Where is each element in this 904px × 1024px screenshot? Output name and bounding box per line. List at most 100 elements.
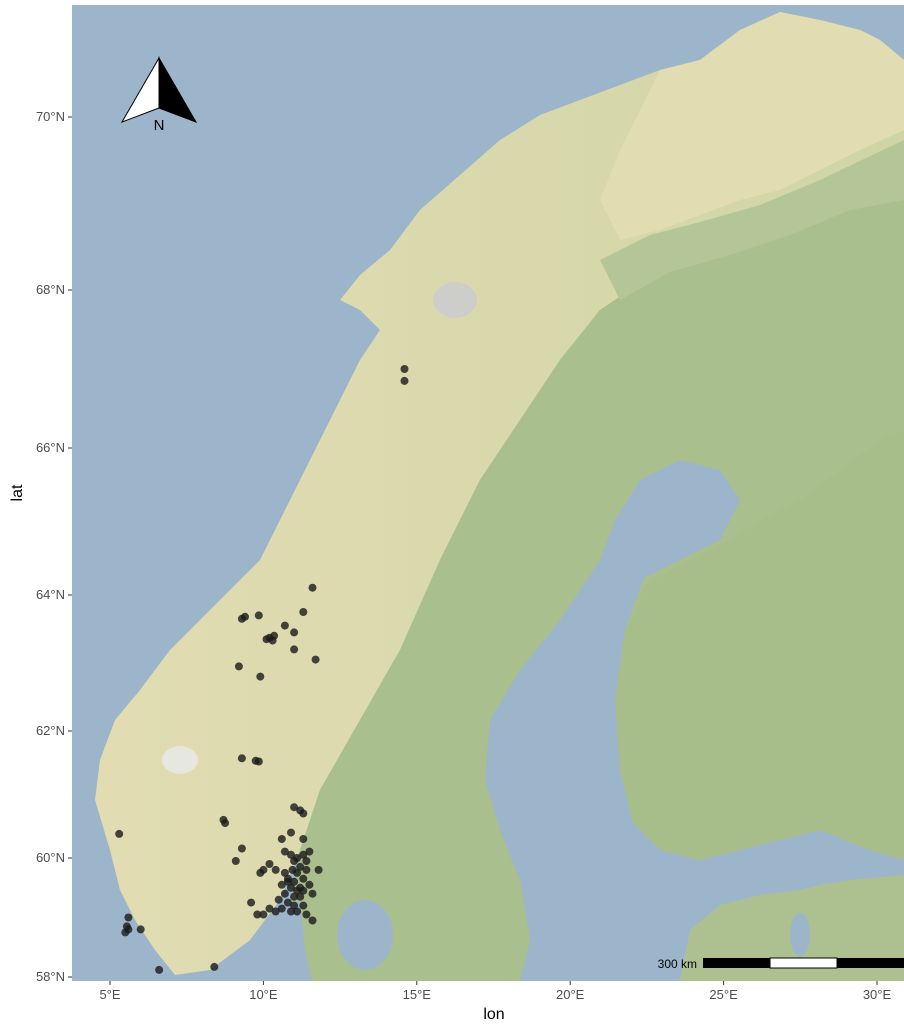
observation-point bbox=[296, 862, 305, 871]
observation-point bbox=[290, 645, 299, 654]
observation-point bbox=[290, 857, 299, 865]
observation-point bbox=[314, 865, 323, 874]
observation-point bbox=[254, 611, 263, 620]
observation-point bbox=[311, 655, 320, 664]
y-tick-label: 62°N bbox=[36, 723, 65, 738]
observation-point bbox=[277, 904, 286, 913]
observation-point bbox=[237, 844, 246, 853]
x-tick-label: 25°E bbox=[709, 987, 738, 1002]
observation-point bbox=[247, 898, 256, 907]
observation-point bbox=[265, 860, 274, 868]
observation-point bbox=[308, 583, 317, 592]
observation-point bbox=[299, 809, 308, 818]
lake-finland bbox=[790, 913, 810, 957]
observation-point bbox=[308, 916, 317, 925]
observation-point bbox=[265, 904, 274, 913]
observation-point bbox=[280, 847, 289, 856]
observation-point bbox=[237, 754, 246, 763]
observation-point bbox=[283, 877, 292, 886]
observation-point bbox=[271, 907, 280, 916]
scale-bar: 300 km bbox=[658, 957, 904, 971]
observation-point bbox=[277, 880, 286, 889]
y-tick-label: 64°N bbox=[36, 587, 65, 602]
lake-vanern bbox=[337, 900, 393, 970]
scale-bar-label: 300 km bbox=[658, 957, 697, 971]
observation-point bbox=[288, 865, 297, 874]
observation-point bbox=[290, 628, 299, 637]
observation-point bbox=[296, 892, 305, 901]
observation-point bbox=[308, 889, 317, 898]
northern-forest bbox=[600, 140, 904, 300]
observation-points bbox=[115, 365, 409, 974]
x-axis-title: lon bbox=[483, 1006, 504, 1023]
observation-point bbox=[287, 883, 295, 892]
x-tick-label: 10°E bbox=[249, 987, 278, 1002]
observation-point bbox=[290, 877, 299, 886]
observation-point bbox=[305, 880, 314, 889]
x-axis: 5°E 10°E 15°E 20°E 25°E 30°E bbox=[99, 981, 891, 1002]
y-axis-title: lat bbox=[9, 484, 26, 501]
observation-point bbox=[287, 907, 295, 916]
observation-point bbox=[256, 672, 265, 681]
observation-point bbox=[296, 883, 305, 892]
observation-point bbox=[400, 376, 409, 385]
observation-point bbox=[221, 819, 230, 828]
north-arrow-label: N bbox=[154, 117, 165, 134]
observation-point bbox=[234, 662, 243, 671]
observation-point bbox=[302, 857, 311, 865]
observation-point bbox=[283, 898, 292, 907]
observation-point bbox=[256, 868, 265, 877]
y-tick-label: 70°N bbox=[36, 109, 65, 124]
map-panel bbox=[72, 5, 904, 981]
observation-point bbox=[254, 757, 263, 766]
observation-point bbox=[299, 850, 308, 859]
observation-point bbox=[259, 910, 268, 919]
x-tick-label: 15°E bbox=[403, 987, 432, 1002]
observation-point bbox=[210, 962, 219, 971]
finnmark-tundra bbox=[600, 12, 904, 240]
observation-point bbox=[124, 925, 133, 934]
observation-point bbox=[302, 910, 311, 919]
observation-point bbox=[299, 608, 308, 616]
x-tick-label: 30°E bbox=[863, 987, 892, 1002]
observation-point bbox=[274, 895, 283, 904]
y-tick-label: 60°N bbox=[36, 850, 65, 865]
observation-point bbox=[268, 636, 277, 645]
observation-point bbox=[280, 889, 289, 898]
y-tick-label: 58°N bbox=[36, 969, 65, 984]
observation-point bbox=[290, 892, 299, 901]
glacier-south bbox=[162, 746, 198, 774]
observation-point bbox=[155, 965, 164, 974]
x-tick-label: 20°E bbox=[556, 987, 585, 1002]
observation-point bbox=[302, 865, 311, 874]
x-tick-label: 5°E bbox=[99, 987, 120, 1002]
observation-point bbox=[293, 907, 302, 916]
observation-point bbox=[290, 803, 299, 812]
observation-point bbox=[280, 868, 289, 877]
observation-point bbox=[305, 847, 314, 856]
observation-point bbox=[253, 910, 262, 919]
observation-point bbox=[136, 925, 145, 934]
observation-point bbox=[115, 829, 124, 838]
skagerrak bbox=[180, 900, 312, 981]
observation-point bbox=[271, 865, 280, 874]
observation-point bbox=[287, 828, 295, 837]
observation-point bbox=[231, 857, 240, 865]
observation-point bbox=[241, 612, 249, 621]
observation-point bbox=[280, 621, 289, 630]
y-tick-label: 66°N bbox=[36, 440, 65, 455]
observation-point bbox=[277, 835, 286, 843]
observation-point bbox=[400, 365, 409, 373]
y-tick-label: 68°N bbox=[36, 282, 65, 297]
observation-point bbox=[290, 901, 299, 910]
observation-point bbox=[287, 850, 295, 859]
gulf-of-bothnia bbox=[490, 465, 904, 981]
finland-forest bbox=[615, 430, 904, 860]
observation-point bbox=[299, 901, 308, 910]
y-axis: 58°N 60°N 62°N 64°N 66°N 68°N 70°N bbox=[36, 109, 72, 984]
glacier-north bbox=[433, 282, 477, 318]
observation-point bbox=[299, 835, 308, 843]
north-arrow-icon: N bbox=[120, 56, 198, 134]
observation-point bbox=[299, 874, 308, 883]
